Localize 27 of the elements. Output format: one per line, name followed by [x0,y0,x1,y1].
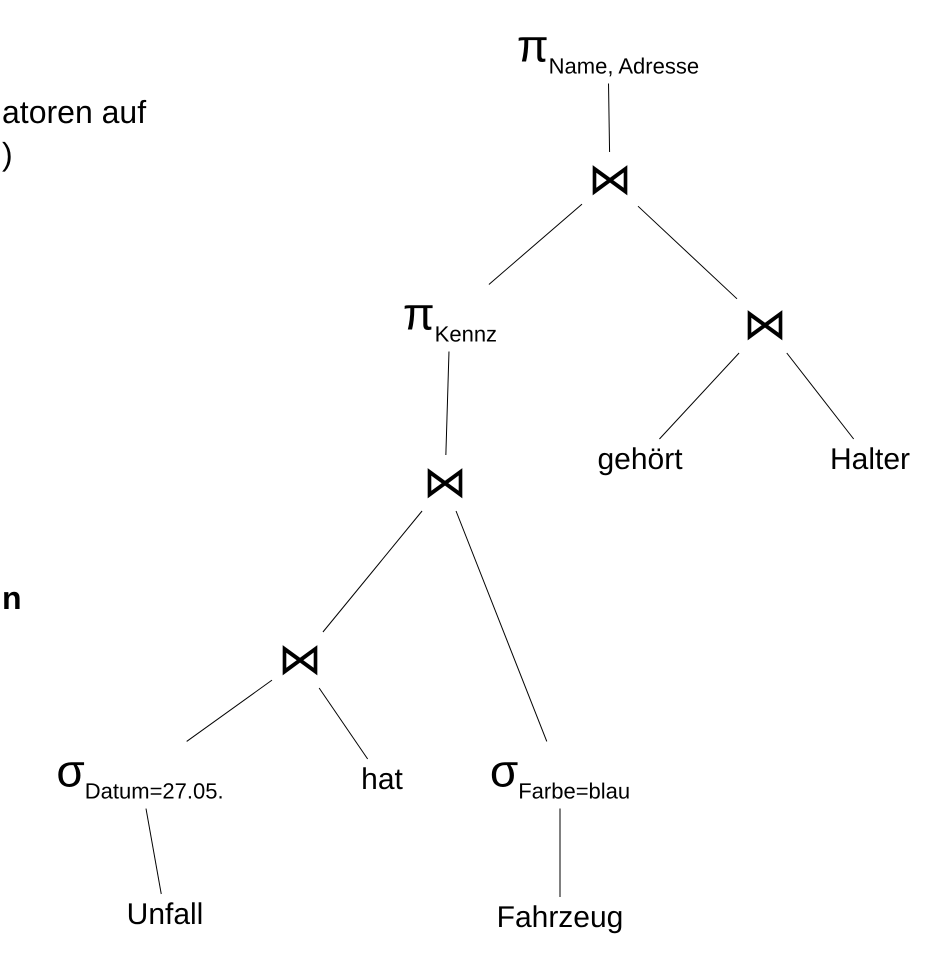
tree-edge [488,204,582,285]
join-operator: ⋈ [588,158,632,202]
parenthesis-text: ) [2,138,13,170]
tree-edge [638,206,738,300]
join-operator: ⋈ [423,461,467,505]
tree-edge [608,83,610,152]
relation-name: Unfall [126,900,204,930]
tree-edge [322,510,423,632]
tree-edge [456,510,548,742]
relation-name: Halter [830,445,910,475]
projection-operator: π$_{Name, Adresse}$ [516,22,700,78]
tree-edge [146,808,162,894]
selection-operator: σ$_{Farbe=blau}$ [490,747,630,803]
tree-edge [658,352,740,440]
projection-operator: π$_{Kennz}$ [402,290,498,346]
tree-edge [786,352,854,440]
cut-off-text: n [2,582,22,614]
relation-name: hat [361,765,403,795]
join-operator: ⋈ [743,303,787,347]
relation-name: gehört [597,445,683,475]
tree-edge [318,688,368,760]
tree-edge [445,351,450,456]
tree-edge [186,680,272,742]
relation-name: Fahrzeug [496,903,624,933]
selection-operator: σ$_{Datum=27.05.}$ [56,747,224,803]
cut-off-text: atoren auf [2,96,146,128]
join-operator: ⋈ [278,638,322,682]
